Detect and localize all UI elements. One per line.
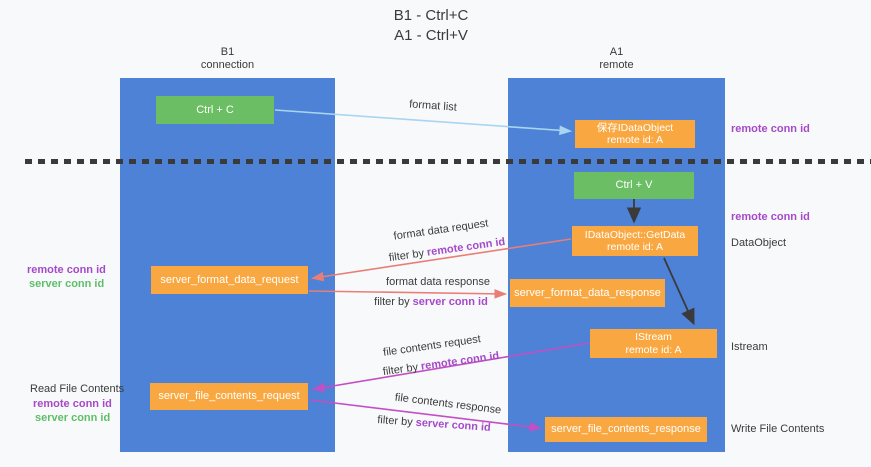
getdata-line2: remote id: A (606, 241, 664, 253)
format-data-response-arrow (308, 289, 508, 299)
left-server-conn-id-label-2: server conn id (35, 412, 111, 424)
right-remote-conn-id-label-1: remote conn id (731, 123, 810, 135)
server-file-contents-response-label: server_file_contents_response (551, 423, 701, 435)
remote-conn-id-text: remote conn id (420, 349, 500, 373)
title-line-1: B1 - Ctrl+C (393, 7, 469, 24)
istream-line1: IStream (635, 331, 672, 343)
server-conn-id-text: server conn id (412, 296, 488, 308)
save-dataobject-line2: remote id: A (606, 134, 664, 146)
left-column-name: B1 (220, 46, 235, 58)
dashed-separator (25, 159, 871, 164)
format-data-request-label: format data request (392, 217, 490, 243)
left-remote-conn-id-label-1: remote conn id (27, 264, 106, 276)
filter-by-text: filter by (388, 247, 425, 265)
title-line-2: A1 - Ctrl+V (394, 27, 468, 44)
getdata-node: IDataObject::GetData remote id: A (572, 226, 698, 256)
getdata-line1: IDataObject::GetData (584, 228, 686, 241)
server-file-contents-response-node: server_file_contents_response (545, 417, 707, 442)
server-format-data-request-label: server_format_data_request (160, 273, 299, 286)
ctrl-v-node: Ctrl + V (574, 172, 694, 199)
save-dataobject-node: 保存IDataObject remote id: A (575, 120, 695, 148)
right-column-header: A1 remote (508, 46, 725, 72)
page-title: B1 - Ctrl+C A1 - Ctrl+V (0, 6, 862, 46)
server-file-contents-request-label: server_file_contents_request (158, 390, 300, 402)
left-column-subtitle: connection (200, 59, 255, 71)
ctrl-c-label: Ctrl + C (196, 103, 234, 116)
server-file-contents-request-node: server_file_contents_request (150, 383, 308, 410)
right-remote-conn-id-label-2: remote conn id (731, 211, 810, 223)
ctrl-c-node: Ctrl + C (156, 96, 274, 124)
istream-node: IStream remote id: A (590, 329, 717, 358)
server-format-data-response-label: server_format_data_response (514, 286, 661, 299)
format-data-response-label: format data response (386, 276, 490, 288)
right-column-subtitle: remote (599, 59, 634, 71)
left-server-conn-id-label-1: server conn id (29, 278, 105, 290)
file-contents-response-label: file contents response (394, 391, 502, 417)
save-dataobject-line1: 保存IDataObject (596, 121, 674, 134)
filter-by-text: filter by (376, 414, 414, 429)
server-conn-id-text: server conn id (415, 416, 492, 434)
right-column-name: A1 (609, 46, 624, 58)
server-format-data-request-node: server_format_data_request (151, 266, 308, 294)
dataobject-label: DataObject (731, 237, 787, 249)
istream-line2: remote id: A (625, 343, 682, 356)
format-list-label: format list (408, 98, 458, 114)
ctrl-v-label: Ctrl + V (615, 179, 653, 191)
left-remote-conn-id-label-2: remote conn id (33, 398, 112, 410)
filter-by-text: filter by (374, 296, 410, 308)
read-file-contents-label: Read File Contents (30, 383, 125, 395)
filter-by-text: filter by (382, 361, 419, 379)
left-column-header: B1 connection (120, 46, 335, 72)
istream-side-label: Istream (731, 341, 768, 353)
write-file-contents-label: Write File Contents (731, 423, 825, 435)
server-format-data-response-node: server_format_data_response (510, 279, 665, 307)
remote-conn-id-text: remote conn id (426, 235, 506, 259)
